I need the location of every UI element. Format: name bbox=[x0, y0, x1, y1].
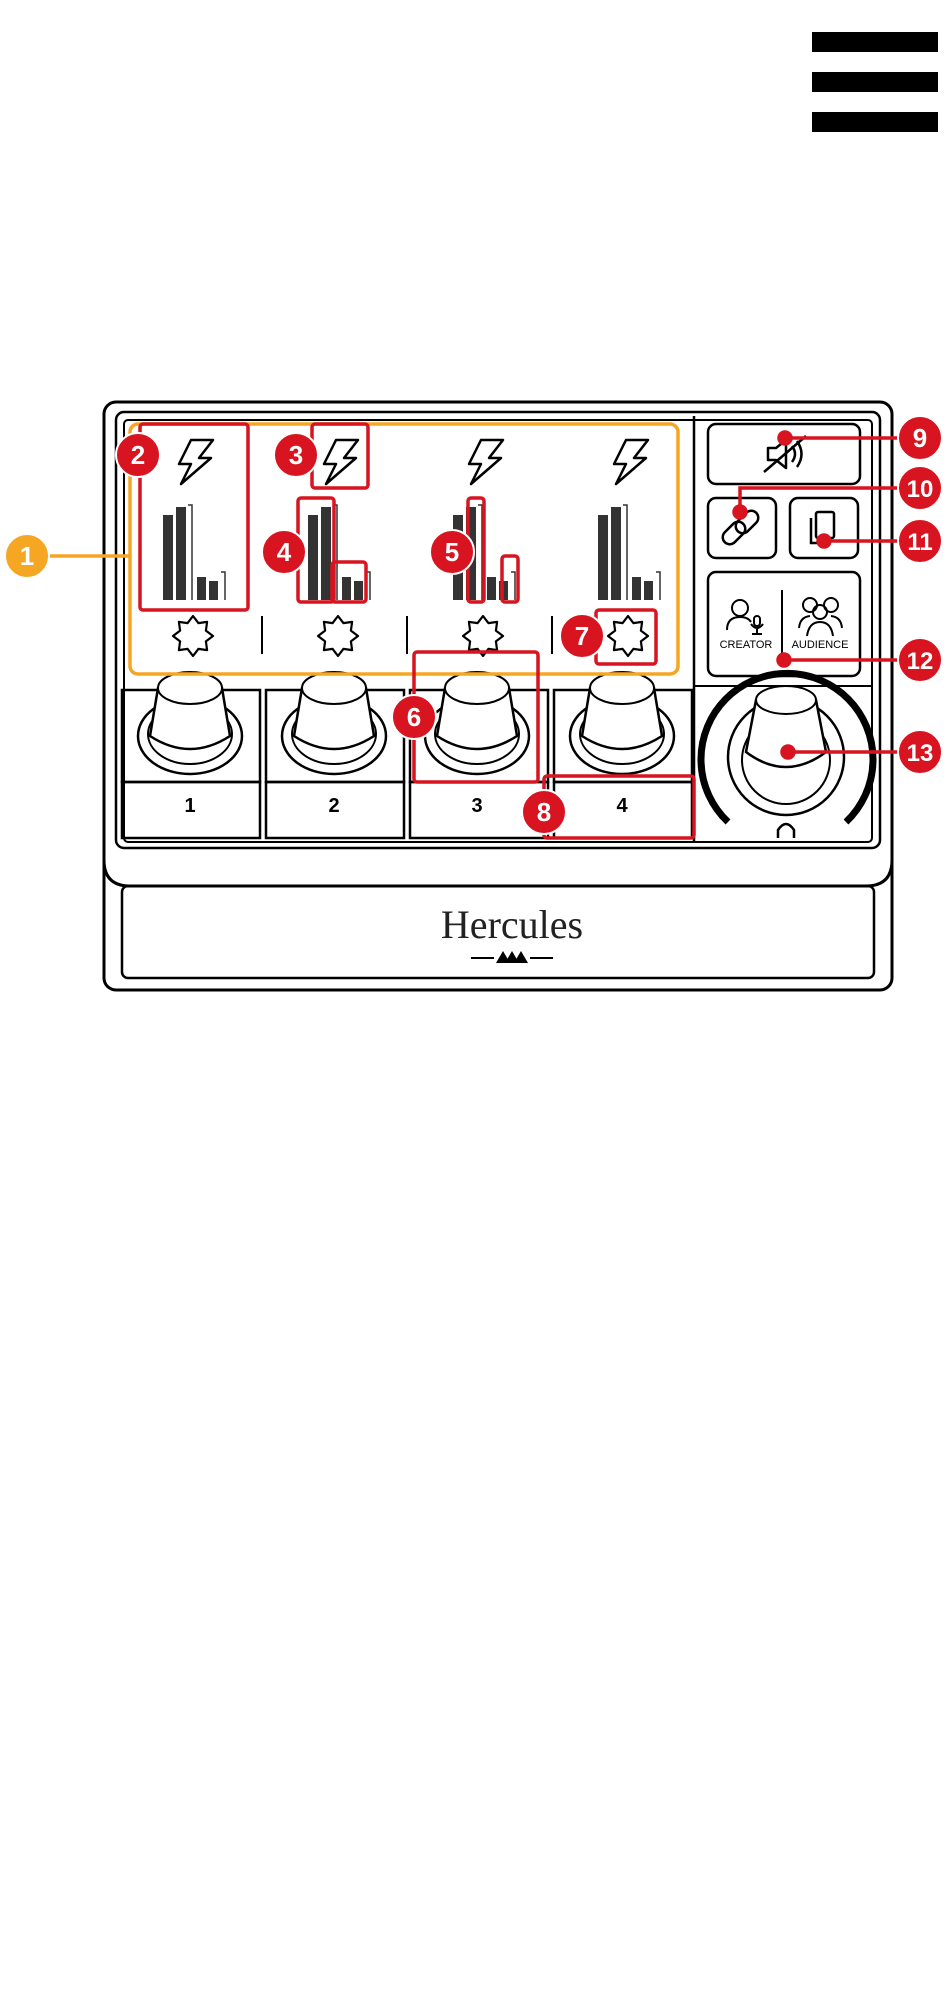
callout-number: 9 bbox=[913, 423, 927, 453]
callout-number: 8 bbox=[537, 797, 551, 827]
creator-label: CREATOR bbox=[720, 639, 773, 651]
callout-number: 11 bbox=[907, 529, 932, 556]
callout-12: 12 bbox=[898, 638, 942, 682]
callout-11: 11 bbox=[898, 519, 942, 563]
callout-9: 9 bbox=[898, 416, 942, 460]
callout-number: 7 bbox=[575, 621, 589, 651]
audience-label: AUDIENCE bbox=[792, 639, 849, 651]
callout-2: 2 bbox=[116, 433, 160, 477]
svg-text:Hercules: Hercules bbox=[441, 902, 583, 947]
callout-7: 7 bbox=[560, 614, 604, 658]
callout-number: 5 bbox=[445, 537, 459, 567]
callout-8: 8 bbox=[522, 790, 566, 834]
channel-number-3: 3 bbox=[471, 795, 482, 817]
callout-number: 2 bbox=[131, 440, 145, 470]
callout-6: 6 bbox=[392, 695, 436, 739]
callout-10: 10 bbox=[898, 466, 942, 510]
callout-number: 6 bbox=[407, 702, 421, 732]
channel-number-1: 1 bbox=[184, 795, 195, 817]
channel-number-4: 4 bbox=[616, 795, 628, 817]
callout-1: 1 bbox=[5, 534, 49, 578]
callout-number: 12 bbox=[907, 648, 934, 675]
channel-number-2: 2 bbox=[328, 795, 339, 817]
callout-3: 3 bbox=[274, 433, 318, 477]
callout-5: 5 bbox=[430, 530, 474, 574]
callout-number: 4 bbox=[277, 537, 292, 567]
callout-13: 13 bbox=[898, 730, 942, 774]
callout-number: 3 bbox=[289, 440, 303, 470]
callout-number: 10 bbox=[907, 476, 934, 503]
callout-number: 13 bbox=[907, 740, 934, 767]
callout-4: 4 bbox=[262, 530, 306, 574]
callout-number: 1 bbox=[20, 541, 34, 571]
copy-button[interactable] bbox=[790, 498, 858, 558]
